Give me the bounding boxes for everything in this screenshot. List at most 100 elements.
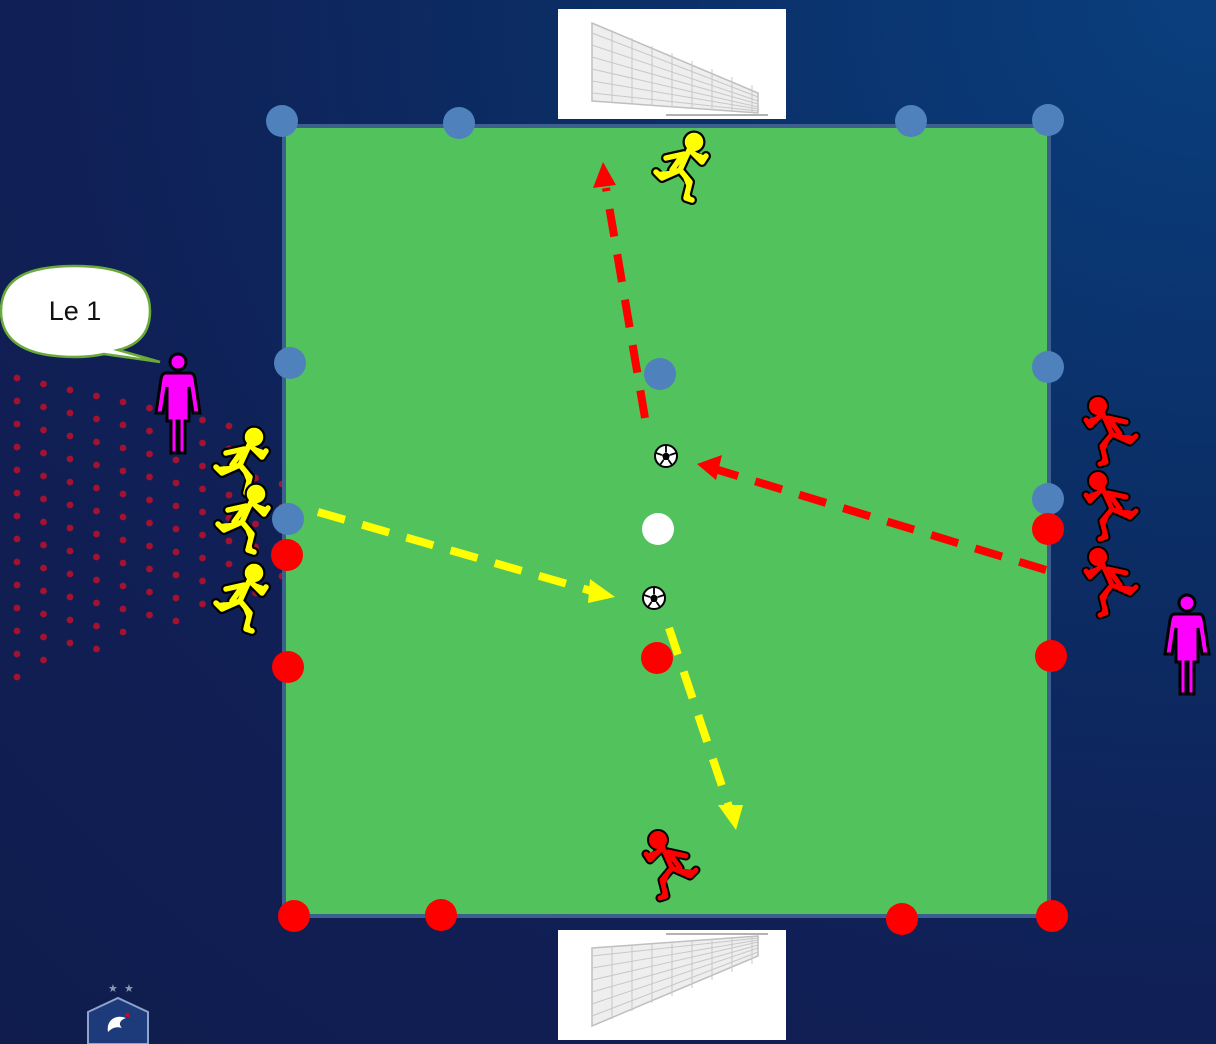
- pattern-dot: [120, 537, 127, 544]
- yellow-player-icon: [218, 488, 268, 553]
- pattern-dot: [199, 486, 206, 493]
- pattern-dot: [67, 571, 74, 578]
- pattern-dot: [14, 421, 21, 428]
- pattern-dot: [173, 572, 180, 579]
- pattern-dot: [120, 629, 127, 636]
- red-cone: [1032, 513, 1064, 545]
- fff-rooster-logo: ★ ★: [88, 982, 148, 1044]
- pattern-dot: [67, 594, 74, 601]
- pattern-dot: [40, 588, 47, 595]
- pattern-dot: [67, 548, 74, 555]
- red-player-icon: [1086, 475, 1136, 540]
- pattern-dot: [40, 381, 47, 388]
- pattern-dot: [120, 468, 127, 475]
- pattern-dot: [146, 474, 153, 481]
- pattern-dot: [40, 496, 47, 503]
- red-player-icon: [1086, 400, 1136, 465]
- pattern-dot: [226, 423, 233, 430]
- top-goal-icon: [558, 9, 786, 119]
- pattern-dot: [40, 519, 47, 526]
- pattern-dot: [199, 601, 206, 608]
- pattern-dot: [93, 416, 100, 423]
- pattern-dot: [120, 399, 127, 406]
- red-cone: [271, 539, 303, 571]
- pattern-dot: [120, 445, 127, 452]
- pattern-dot: [67, 525, 74, 532]
- pattern-dot: [93, 531, 100, 538]
- pattern-dot: [40, 657, 47, 664]
- red-cone: [1035, 640, 1067, 672]
- pattern-dot: [14, 674, 21, 681]
- red-cone: [886, 903, 918, 935]
- red-cone: [278, 900, 310, 932]
- pattern-dot: [14, 467, 21, 474]
- pattern-dot: [14, 490, 21, 497]
- pattern-dot: [146, 612, 153, 619]
- blue-cone: [272, 503, 304, 535]
- pattern-dot: [173, 526, 180, 533]
- pattern-dot: [93, 646, 100, 653]
- pattern-dot: [40, 542, 47, 549]
- pattern-dot: [146, 428, 153, 435]
- pattern-dot: [40, 611, 47, 618]
- pattern-dot: [199, 509, 206, 516]
- pattern-dot: [14, 375, 21, 382]
- pattern-dot: [146, 566, 153, 573]
- pattern-dot: [93, 485, 100, 492]
- callout-text: Le 1: [49, 296, 102, 326]
- pattern-dot: [226, 492, 233, 499]
- bottom-goal-icon: [558, 930, 786, 1040]
- pattern-dot: [199, 417, 206, 424]
- pattern-dot: [199, 463, 206, 470]
- svg-text:★: ★: [124, 982, 134, 995]
- pattern-dot: [120, 514, 127, 521]
- pattern-dot: [146, 405, 153, 412]
- blue-cone: [266, 105, 298, 137]
- pattern-dot: [199, 440, 206, 447]
- pattern-dot: [14, 398, 21, 405]
- pattern-dot: [93, 600, 100, 607]
- red-cone: [641, 642, 673, 674]
- pattern-dot: [199, 555, 206, 562]
- blue-cone: [1032, 351, 1064, 383]
- pattern-dot: [40, 450, 47, 457]
- pattern-dot: [67, 410, 74, 417]
- blue-cone: [274, 347, 306, 379]
- blue-cone: [1032, 104, 1064, 136]
- pattern-dot: [67, 456, 74, 463]
- pattern-dot: [14, 513, 21, 520]
- pattern-dot: [93, 623, 100, 630]
- pattern-dot: [93, 508, 100, 515]
- pattern-dot: [173, 503, 180, 510]
- pattern-dot: [40, 634, 47, 641]
- soccer-ball-icon: [643, 587, 665, 609]
- blue-cone: [443, 107, 475, 139]
- pattern-dot: [14, 628, 21, 635]
- pattern-dot: [93, 577, 100, 584]
- pattern-dot: [146, 543, 153, 550]
- red-cone: [425, 899, 457, 931]
- red-cone: [1036, 900, 1068, 932]
- blue-cone: [895, 105, 927, 137]
- pattern-dot: [40, 565, 47, 572]
- pattern-dot: [93, 462, 100, 469]
- pattern-dot: [14, 559, 21, 566]
- pattern-dot: [252, 521, 259, 528]
- pattern-dot: [120, 583, 127, 590]
- pattern-dot: [67, 640, 74, 647]
- pattern-dot: [40, 473, 47, 480]
- pattern-dot: [173, 480, 180, 487]
- pattern-dot: [120, 491, 127, 498]
- soccer-ball-icon: [655, 445, 677, 467]
- pattern-dot: [226, 561, 233, 568]
- pattern-dot: [67, 617, 74, 624]
- pattern-dot: [67, 502, 74, 509]
- speech-bubble: Le 1: [1, 266, 160, 362]
- pattern-dot: [173, 549, 180, 556]
- pattern-dot: [199, 578, 206, 585]
- pattern-dot: [14, 444, 21, 451]
- pattern-dot: [146, 520, 153, 527]
- coach-left-icon: [156, 354, 200, 453]
- pattern-dot: [120, 422, 127, 429]
